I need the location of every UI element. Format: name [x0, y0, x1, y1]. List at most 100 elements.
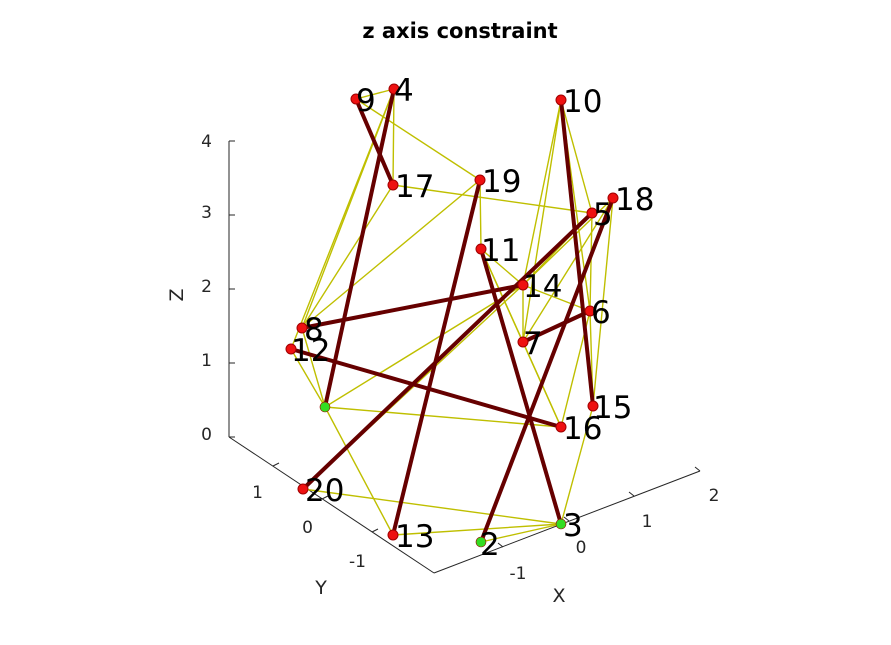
thin-edge-3-2 [480, 523, 562, 543]
node-label-2: 2 [480, 527, 500, 563]
x-tick-label: 2 [709, 486, 720, 506]
node-label-12: 12 [291, 333, 330, 369]
node-7 [517, 336, 529, 348]
thin-edge-10-14 [522, 99, 562, 286]
thin-edge-17-5 [392, 184, 593, 214]
x-tick-mark [563, 516, 570, 522]
thin-edge-3-15 [560, 405, 594, 525]
thin-edge-17-8 [301, 184, 394, 329]
y-axis-label: Y [314, 577, 327, 599]
thick-edge-7-6 [521, 309, 592, 344]
node-10 [555, 94, 567, 106]
node-label-14: 14 [523, 269, 562, 305]
node-label-16: 16 [563, 411, 602, 447]
thick-edge-4-1 [323, 87, 396, 409]
z-tick-label: 0 [201, 425, 212, 445]
node-label-9: 9 [356, 83, 376, 119]
x-tick-mark [497, 542, 504, 548]
z-tick-label: 1 [201, 351, 212, 371]
node-label-19: 19 [482, 164, 521, 200]
node-label-6: 6 [591, 295, 611, 331]
node-2 [475, 536, 487, 548]
node-1 [319, 401, 331, 413]
thin-edge-19-11 [479, 179, 482, 250]
y-tick-label: 0 [302, 518, 313, 538]
thin-edge-1-13 [324, 406, 394, 536]
thick-edge-5-20 [301, 211, 594, 491]
node-label-17: 17 [395, 169, 434, 205]
y-axis-line [228, 436, 435, 574]
nodes [285, 83, 619, 548]
node-label-10: 10 [563, 84, 602, 120]
thick-edge-10-15 [559, 98, 595, 408]
node-12 [285, 343, 297, 355]
thin-edge-12-4 [290, 88, 395, 350]
thick-edge-9-17 [354, 97, 395, 187]
node-20 [297, 483, 309, 495]
thin-edge-19-8 [301, 179, 481, 329]
thin-edge-12-1 [290, 348, 326, 408]
node-14 [517, 279, 529, 291]
thin-edge-18-7 [522, 197, 614, 343]
thin-edge-9-19 [355, 98, 481, 181]
z-axis-label: Z [166, 288, 188, 301]
thin-edge-4-17 [392, 88, 395, 186]
thick-edge-12-16 [289, 347, 563, 429]
node-label-3: 3 [563, 508, 583, 544]
thin-edge-11-14 [480, 248, 524, 286]
thick-edge-11-3 [479, 247, 563, 526]
y-tick-label: 1 [252, 483, 263, 503]
node-label-11: 11 [481, 233, 520, 269]
node-label-13: 13 [395, 519, 434, 555]
thick-edge-18-2 [479, 196, 615, 544]
z-tick-label: 4 [201, 132, 212, 152]
node-5 [586, 207, 598, 219]
x-tick-label: 1 [642, 512, 653, 532]
z-tick-label: 3 [201, 203, 212, 223]
thin-edge-13-3 [392, 523, 562, 536]
node-label-8: 8 [304, 312, 324, 348]
thin-edge-1-16 [324, 406, 562, 428]
y-tick-labels: -1 0 1 [252, 483, 366, 572]
node-3 [555, 518, 567, 530]
node-label-4: 4 [394, 73, 414, 109]
node-label-5: 5 [593, 197, 613, 233]
thin-edge-1-14 [324, 284, 524, 408]
y-tick-marks [272, 462, 379, 533]
node-4 [388, 83, 400, 95]
y-tick-mark [371, 528, 379, 533]
node-16 [555, 421, 567, 433]
node-9 [350, 93, 362, 105]
node-17 [387, 179, 399, 191]
x-tick-label: -1 [510, 564, 527, 584]
node-11 [475, 243, 487, 255]
x-tick-mark [628, 491, 635, 497]
thin-edge-18-14 [522, 197, 614, 286]
z-tick-label: 2 [201, 277, 212, 297]
thin-edge-14-6 [522, 284, 591, 312]
y-tick-mark [321, 495, 329, 500]
z-tick-labels: 0 1 2 3 4 [201, 132, 212, 445]
node-15 [587, 400, 599, 412]
thin-edge-18-15 [592, 197, 614, 407]
thin-edge-9-4 [355, 88, 395, 100]
node-6 [584, 305, 596, 317]
node-label-7: 7 [523, 326, 543, 362]
node-19 [474, 174, 486, 186]
x-tick-label: 0 [576, 538, 587, 558]
x-tick-mark [694, 466, 701, 472]
x-axis-label: X [552, 585, 565, 607]
x-axis-line [433, 470, 701, 574]
node-label-20: 20 [305, 473, 344, 509]
node-18 [607, 192, 619, 204]
thin-edge-10-5 [560, 99, 593, 214]
z-tick-marks [229, 140, 235, 438]
thin-edge-20-3 [302, 488, 562, 525]
node-13 [387, 529, 399, 541]
thin-edge-10-7 [522, 99, 562, 343]
thick-edges [289, 87, 615, 544]
node-8 [296, 322, 308, 334]
thick-edge-8-14 [300, 283, 525, 330]
